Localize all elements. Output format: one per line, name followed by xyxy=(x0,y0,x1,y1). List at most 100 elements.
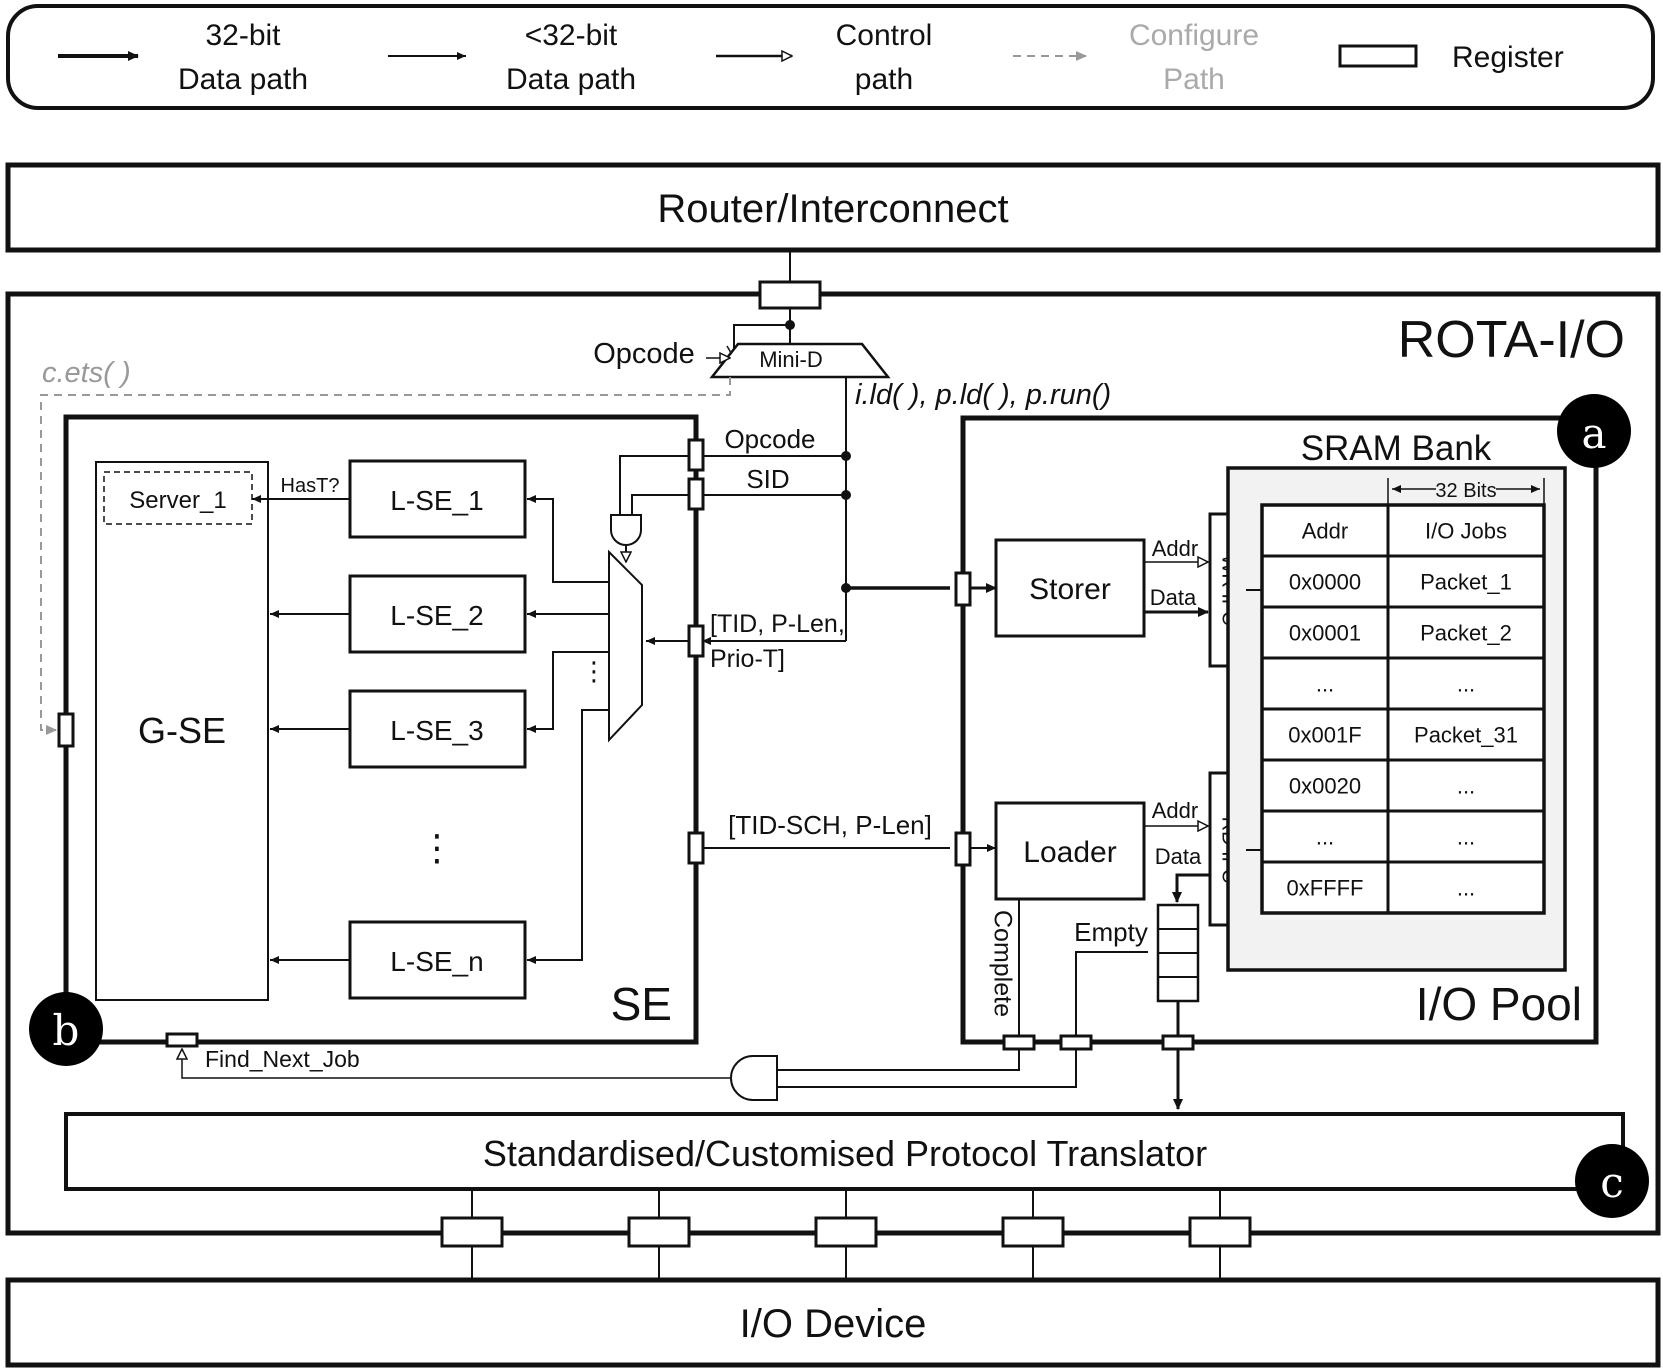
sram-table: Addr I/O Jobs 0x0000 Packet_1 0x0001 Packet_2… xyxy=(1260,503,1546,915)
legend-frame xyxy=(6,4,1655,110)
g-se-label: G-SE xyxy=(138,710,226,751)
io-device-block xyxy=(5,1277,1661,1368)
pool-storer-register xyxy=(954,571,972,607)
sram-cell-addr: 0xFFFF xyxy=(1287,876,1364,901)
badge-b-label: b xyxy=(53,1006,80,1055)
legend-register-label: Register xyxy=(1452,41,1564,74)
device-register-2 xyxy=(627,1216,691,1248)
opcode-loop-wire xyxy=(733,324,790,358)
io-device-label: I/O Device xyxy=(740,1302,927,1346)
storer-data-label: Data xyxy=(1150,585,1197,610)
legend-lt32bit-label: <32-bit xyxy=(525,19,618,52)
empty-to-and-wire xyxy=(777,1049,1077,1088)
translator-block xyxy=(64,1112,1625,1191)
sram-cell-job: ... xyxy=(1457,876,1475,901)
device-connections xyxy=(440,1189,1252,1280)
legend-control-label: Control xyxy=(836,19,933,52)
legend-32bit-label: 32-bit xyxy=(205,19,281,52)
l-se-2-block xyxy=(348,574,527,654)
rota-io-title: ROTA-I/O xyxy=(1398,311,1625,369)
badge-a-label: a xyxy=(1581,409,1606,458)
l-se-2-label: L-SE_2 xyxy=(390,600,483,631)
se-title: SE xyxy=(611,978,672,1030)
io-pool-title: I/O Pool xyxy=(1416,978,1582,1030)
complete-register xyxy=(1002,1034,1036,1051)
sram-cell-job: Packet_1 xyxy=(1420,570,1512,595)
loader-block xyxy=(994,801,1146,901)
sram-cell-job: Packet_31 xyxy=(1414,723,1518,748)
sram-cell-job: Packet_2 xyxy=(1420,621,1512,646)
bits-label: 32 Bits xyxy=(1435,480,1496,502)
l-se-1-label: L-SE_1 xyxy=(390,485,483,516)
sram-cell-addr: ... xyxy=(1316,825,1334,850)
sram-cell-job: ... xyxy=(1457,672,1475,697)
sram-cell-job: ... xyxy=(1457,774,1475,799)
storer-block xyxy=(994,538,1146,638)
sram-header-addr: Addr xyxy=(1302,519,1348,544)
se-opcode-register xyxy=(687,438,705,472)
sram-cell-addr: 0x0001 xyxy=(1289,621,1361,646)
empty-register xyxy=(1059,1034,1093,1051)
badge-c xyxy=(1575,1144,1649,1218)
device-register-4 xyxy=(1001,1216,1065,1248)
sram-header-jobs: I/O Jobs xyxy=(1425,519,1507,544)
loader-label: Loader xyxy=(1023,836,1116,869)
server-1-label: Server_1 xyxy=(129,487,226,514)
badge-c-label: c xyxy=(1600,1158,1624,1207)
demux-and-gate xyxy=(610,514,642,546)
l-se-ellipsis: ⋮ xyxy=(419,827,455,868)
l-se-n-block xyxy=(348,920,527,1000)
pool-loader-register xyxy=(954,831,972,867)
device-register-3 xyxy=(814,1216,878,1248)
sram-cell-addr: 0x0020 xyxy=(1289,774,1361,799)
se-tid-label: [TID, P-Len, xyxy=(710,610,845,638)
demux-to-l-se-1 xyxy=(527,495,609,583)
se-sid-label: SID xyxy=(746,464,789,494)
legend: 32-bit Data path <32-bit Data path Contr… xyxy=(6,4,1655,110)
find-next-job-register xyxy=(165,1032,199,1048)
storer-label: Storer xyxy=(1029,573,1111,606)
g-se-block xyxy=(95,461,269,1001)
legend-lt32bit-label-2: Data path xyxy=(506,63,636,96)
se-tidsch-label: [TID-SCH, P-Len] xyxy=(728,810,932,840)
sid-to-and-wire xyxy=(631,494,696,515)
legend-configure-label-2: Path xyxy=(1163,63,1225,96)
gse-config-register xyxy=(57,712,75,748)
find-next-job-label: Find_Next_Job xyxy=(205,1046,360,1072)
demux-to-l-se-3 xyxy=(527,651,609,733)
data-out-register xyxy=(1161,1034,1195,1051)
sram-cell-addr: 0x0000 xyxy=(1289,570,1361,595)
l-se-3-block xyxy=(348,689,527,769)
se-opcode-label: Opcode xyxy=(724,424,815,454)
translator-label: Standardised/Customised Protocol Transla… xyxy=(483,1133,1207,1174)
se-tid-label-2: Prio-T] xyxy=(710,645,785,673)
se-tid-register xyxy=(687,624,705,658)
find-next-job-and-gate xyxy=(730,1055,778,1101)
io-pool-block xyxy=(960,415,1599,1045)
l-se-3-label: L-SE_3 xyxy=(390,715,483,746)
device-register-5 xyxy=(1188,1216,1252,1248)
demux-to-l-se-n xyxy=(527,709,609,964)
device-register-1 xyxy=(440,1216,504,1248)
cets-label: c.ets( ) xyxy=(42,357,131,389)
legend-register-symbol xyxy=(1338,44,1418,68)
opcode-to-and-wire xyxy=(619,455,696,515)
find-next-job-wire xyxy=(182,1049,731,1079)
sram-bank-title: SRAM Bank xyxy=(1301,429,1492,468)
rd-ifc-to-fifo-arrow xyxy=(1172,873,1210,903)
complete-label: Complete xyxy=(988,910,1016,1017)
badge-a xyxy=(1557,394,1631,468)
storer-addr-label: Addr xyxy=(1152,536,1198,561)
empty-wire xyxy=(1075,951,1148,1036)
mini-d-label: Mini-D xyxy=(759,347,823,372)
legend-32bit-label-2: Data path xyxy=(178,63,308,96)
badge-b xyxy=(29,992,103,1066)
sram-cell-addr: ... xyxy=(1316,672,1334,697)
complete-to-and-wire xyxy=(777,1049,1020,1071)
l-se-n-label: L-SE_n xyxy=(390,946,483,977)
router-block xyxy=(5,162,1661,253)
demux-ellipsis: ⋮ xyxy=(581,656,607,686)
cets-configure-path xyxy=(40,377,731,735)
router-label: Router/Interconnect xyxy=(657,187,1008,231)
